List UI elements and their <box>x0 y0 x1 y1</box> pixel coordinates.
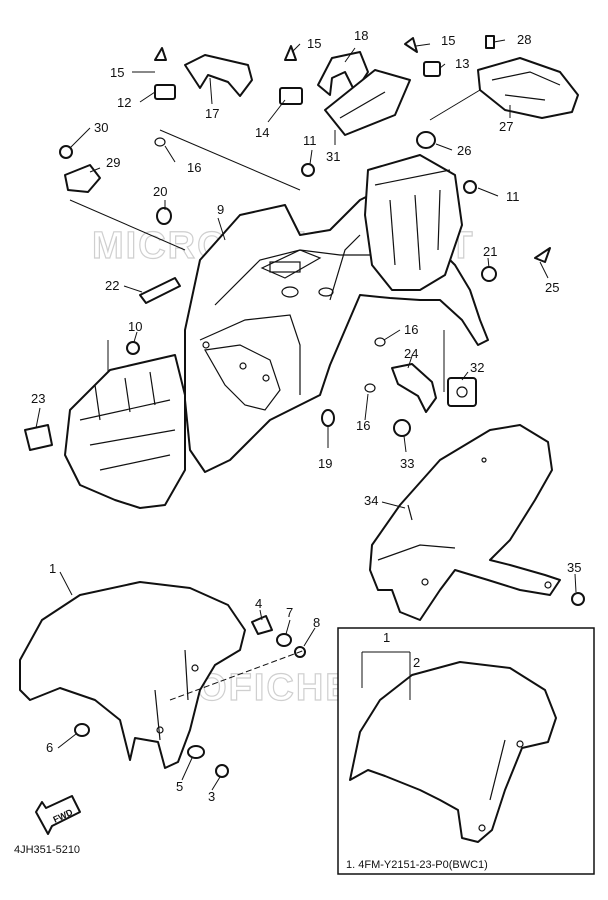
callout-18: 18 <box>354 28 368 43</box>
pad-22 <box>139 277 181 304</box>
callout-22: 22 <box>105 278 119 293</box>
callout-19: 19 <box>318 456 332 471</box>
battery-box <box>64 354 186 509</box>
callout-21: 21 <box>483 244 497 259</box>
leader-lines <box>35 39 577 791</box>
callout-labels: 1 2 3 4 5 6 7 8 9 10 11 11 12 13 14 15 1… <box>31 28 581 804</box>
damper-32 <box>447 377 477 407</box>
callout-16a: 16 <box>187 160 201 175</box>
callout-15c: 15 <box>441 33 455 48</box>
forward-arrow: FWD <box>35 795 81 835</box>
clamp-29 <box>64 164 101 193</box>
callout-7: 7 <box>286 605 293 620</box>
callout-24: 24 <box>404 346 418 361</box>
callout-16b: 16 <box>404 322 418 337</box>
callout-2: 2 <box>413 655 420 670</box>
callout-35: 35 <box>567 560 581 575</box>
callout-5: 5 <box>176 779 183 794</box>
inset-fender <box>349 661 557 843</box>
callout-20: 20 <box>153 184 167 199</box>
callout-15a: 15 <box>110 65 124 80</box>
front-fender-34 <box>369 424 561 621</box>
callout-10: 10 <box>128 319 142 334</box>
damper-14 <box>279 87 303 105</box>
callout-30: 30 <box>94 120 108 135</box>
callout-28: 28 <box>517 32 531 47</box>
callout-15b: 15 <box>307 36 321 51</box>
callout-23: 23 <box>31 391 45 406</box>
diagram-code: 4JH351-5210 <box>14 844 80 856</box>
damper-13 <box>423 61 441 77</box>
callout-33: 33 <box>400 456 414 471</box>
inset-note: 1. 4FM-Y2151-23-P0(BWC1) <box>346 859 488 871</box>
callout-11a: 11 <box>303 133 317 148</box>
damper-12 <box>154 84 176 100</box>
callout-3: 3 <box>208 789 215 804</box>
callout-8: 8 <box>313 615 320 630</box>
front-fender-1 <box>19 581 246 769</box>
cover-31 <box>324 69 411 136</box>
callout-34: 34 <box>364 493 378 508</box>
callout-1: 1 <box>49 561 56 576</box>
electrical-tray <box>364 154 463 291</box>
callout-17: 17 <box>205 106 219 121</box>
fasteners <box>59 35 551 437</box>
callout-25: 25 <box>545 280 559 295</box>
inset-callout-1: 1 <box>383 630 390 645</box>
callout-27: 27 <box>499 119 513 134</box>
callout-9: 9 <box>217 202 224 217</box>
clamp-23 <box>24 424 53 451</box>
callout-12: 12 <box>117 95 131 110</box>
callout-14: 14 <box>255 125 269 140</box>
callout-11b: 11 <box>506 189 520 204</box>
callout-16c: 16 <box>356 418 370 433</box>
callout-29: 29 <box>106 155 120 170</box>
callout-32: 32 <box>470 360 484 375</box>
bracket-17 <box>184 54 253 97</box>
callout-31: 31 <box>326 149 340 164</box>
callout-26: 26 <box>457 143 471 158</box>
rear-bracket-27 <box>477 57 579 119</box>
callout-13: 13 <box>455 56 469 71</box>
bracket-24 <box>391 363 437 413</box>
bolt-35 <box>571 592 585 606</box>
front-fender-hardware <box>74 615 306 778</box>
callout-6: 6 <box>46 740 53 755</box>
callout-4: 4 <box>255 596 262 611</box>
